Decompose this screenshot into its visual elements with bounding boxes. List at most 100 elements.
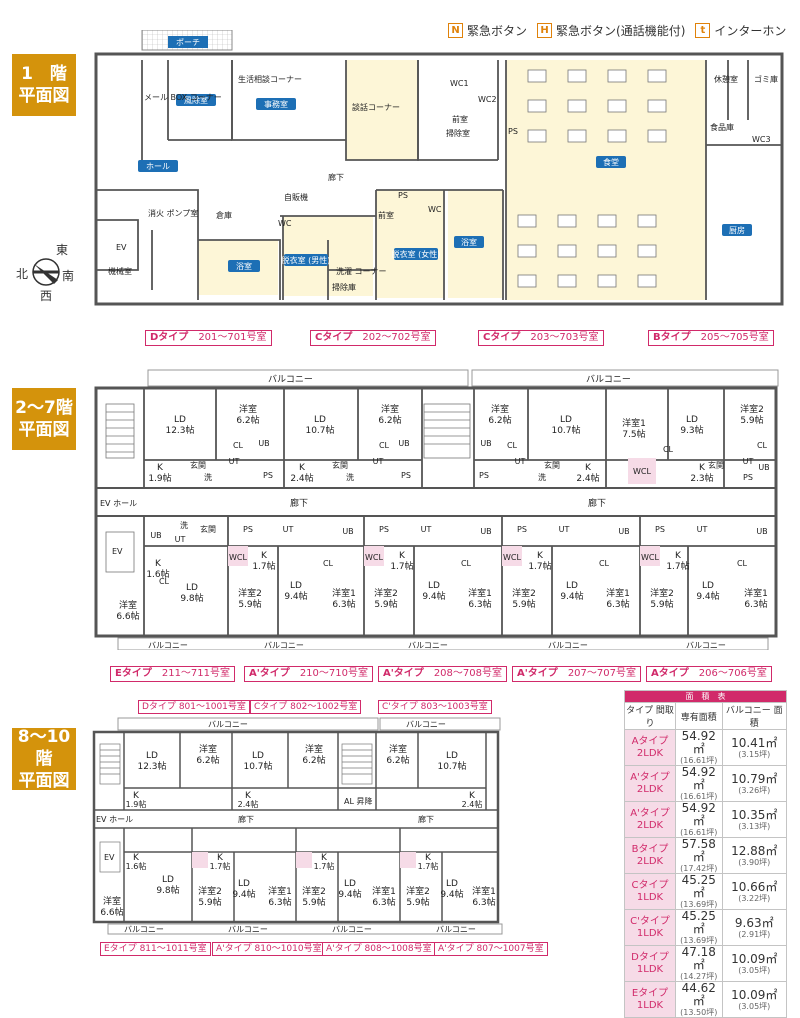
svg-text:9.4帖: 9.4帖 xyxy=(440,888,463,900)
unit-8f-top-3-ld: LD xyxy=(446,751,458,761)
svg-text:WCL: WCL xyxy=(229,553,247,562)
row-private: 54.92㎡(16.61坪) xyxy=(675,765,723,802)
svg-text:1.7帖: 1.7帖 xyxy=(314,861,335,871)
compass-south: 南 xyxy=(62,268,74,283)
room-wc1: WC1 xyxy=(450,79,469,88)
row-balcony: 10.09㎡(3.05坪) xyxy=(721,981,787,1018)
unit-bot-4-bed1: 洋室1 xyxy=(606,587,630,599)
svg-text:6.3帖: 6.3帖 xyxy=(744,598,767,610)
unit-bot-3-bed2: 洋室2 xyxy=(374,587,398,599)
unit-8f-bot-2-bed2: 洋室2 xyxy=(198,885,222,897)
svg-text:1.7帖: 1.7帖 xyxy=(418,861,439,871)
svg-text:5.9帖: 5.9帖 xyxy=(512,598,535,610)
unit-top-4-k: K xyxy=(699,463,706,473)
unit-8f-top-3-bed: 洋室 xyxy=(389,743,407,755)
svg-text:UT: UT xyxy=(743,457,754,466)
svg-text:玄関: 玄関 xyxy=(544,460,560,470)
row-private: 44.62㎡(13.50坪) xyxy=(675,981,723,1018)
svg-text:PS: PS xyxy=(517,525,527,534)
svg-text:洗: 洗 xyxy=(346,472,354,482)
row-balcony: 10.09㎡(3.05坪) xyxy=(721,945,787,982)
row-balcony: 10.66㎡(3.22坪) xyxy=(721,873,787,910)
svg-text:2.4帖: 2.4帖 xyxy=(462,799,483,809)
unit-8f-bot-1-bed: 洋室 xyxy=(103,895,121,907)
unit-bot-3-k: K xyxy=(399,551,406,561)
unit-8f-top-2-k: K xyxy=(245,791,252,801)
svg-text:9.8帖: 9.8帖 xyxy=(156,884,179,896)
room-ev: EV xyxy=(116,243,127,252)
room-machine: 機械室 xyxy=(108,266,132,276)
unit-top-1-bed: 洋室 xyxy=(239,403,257,415)
unit-8f-bot-3-bed2: 洋室2 xyxy=(302,885,326,897)
ev-8f: EV xyxy=(104,853,115,862)
svg-text:1.9帖: 1.9帖 xyxy=(126,799,147,809)
room-rest: 休憩室 xyxy=(714,74,738,84)
row-private: 47.18㎡(14.27坪) xyxy=(675,945,723,982)
svg-text:12.3帖: 12.3帖 xyxy=(137,760,166,772)
svg-text:UT: UT xyxy=(283,525,294,534)
svg-text:WCL: WCL xyxy=(365,553,383,562)
svg-text:12.3帖: 12.3帖 xyxy=(165,424,194,436)
balcony-bot-1: バルコニー xyxy=(148,641,188,650)
svg-text:7.5帖: 7.5帖 xyxy=(622,428,645,440)
tag-2f-a2: A'タイプ 208～708号室 xyxy=(378,666,507,682)
unit-8f-top-2-ld: LD xyxy=(252,751,264,761)
unit-8f-bot-2-ld: LD xyxy=(238,879,250,889)
unit-8f-bot-4-ld: LD xyxy=(446,879,458,889)
svg-text:玄関: 玄関 xyxy=(190,460,206,470)
room-lounge: 談話コーナー xyxy=(352,102,400,112)
unit-bot-4-bed2: 洋室2 xyxy=(512,587,536,599)
svg-text:9.4帖: 9.4帖 xyxy=(338,888,361,900)
room-cleaning: 掃除庫 xyxy=(332,282,356,292)
unit-top-4-ld: LD xyxy=(686,415,698,425)
svg-text:CL: CL xyxy=(323,559,334,568)
corridor-2f-b: 廊下 xyxy=(588,497,606,509)
unit-8f-bot-4-bed1: 洋室1 xyxy=(472,885,496,897)
svg-text:UT: UT xyxy=(229,457,240,466)
tag-1f-b: Bタイプ 205～705号室 xyxy=(648,330,774,346)
svg-text:CL: CL xyxy=(599,559,610,568)
room-bath-m: 浴室 xyxy=(236,261,252,271)
svg-text:6.2帖: 6.2帖 xyxy=(378,414,401,426)
floor2-label: 2～7階平面図 xyxy=(12,388,76,450)
unit-bot-2-bed1: 洋室1 xyxy=(332,587,356,599)
svg-text:UT: UT xyxy=(515,457,526,466)
svg-text:1.6帖: 1.6帖 xyxy=(126,861,147,871)
svg-text:5.9帖: 5.9帖 xyxy=(650,598,673,610)
balcony-8f-top-1: バルコニー xyxy=(208,720,248,729)
room-food: 食品庫 xyxy=(710,122,734,132)
row-private: 54.92㎡(16.61坪) xyxy=(675,801,723,838)
tag-8f-a2: A'タイプ 808～1008号室 xyxy=(322,942,436,956)
header-balcony: バルコニー 面積 xyxy=(721,702,787,730)
row-balcony: 10.35㎡(3.13坪) xyxy=(721,801,787,838)
unit-bot-1-k: K xyxy=(155,559,162,569)
compass-north: 北 xyxy=(16,267,28,281)
tag-8f-c: Cタイプ 802～1002号室 xyxy=(250,700,362,714)
tag-8f-e: Eタイプ 811～1011号室 xyxy=(100,942,211,956)
balcony-8f-top-2: バルコニー xyxy=(406,720,446,729)
room-wc-f: WC xyxy=(428,205,442,214)
tag-2f-a1: A'タイプ 210～710号室 xyxy=(244,666,373,682)
unit-8f-top-1-bed: 洋室 xyxy=(199,743,217,755)
compass: 東 南 西 北 xyxy=(16,243,74,303)
svg-text:9.3帖: 9.3帖 xyxy=(680,424,703,436)
room-pump: 消火 ポンプ室 xyxy=(148,208,198,218)
unit-bot-3-bed1: 洋室1 xyxy=(468,587,492,599)
row-private: 54.92㎡(16.61坪) xyxy=(675,729,723,766)
row-balcony: 10.79㎡(3.26坪) xyxy=(721,765,787,802)
balcony-bot-2: バルコニー xyxy=(264,641,304,650)
balcony-8f-bot-4: バルコニー xyxy=(436,925,476,934)
svg-text:9.4帖: 9.4帖 xyxy=(422,590,445,602)
room-laundry: 洗濯 コーナー xyxy=(336,266,387,276)
svg-text:2.4帖: 2.4帖 xyxy=(238,799,259,809)
tag-8f-a3: A'タイプ 807～1007号室 xyxy=(434,942,548,956)
svg-text:PS: PS xyxy=(401,471,411,480)
room-bath-f: 浴室 xyxy=(461,237,477,247)
